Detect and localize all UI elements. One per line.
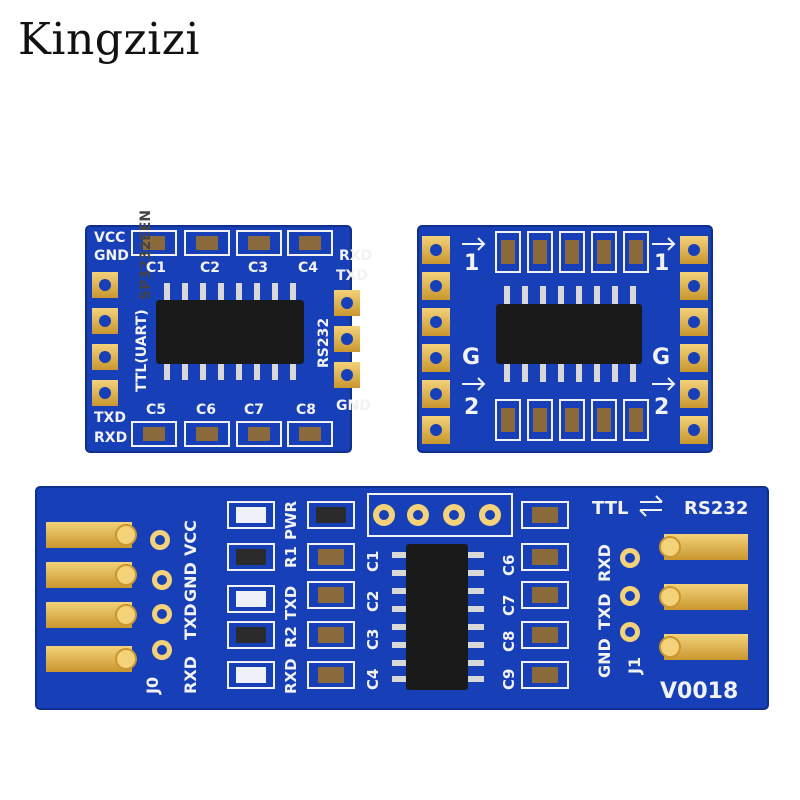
cap-label-c4: C4: [298, 260, 318, 276]
left-pin-header: [92, 272, 118, 406]
label-c2: C2: [364, 591, 382, 612]
chip-middle: [496, 286, 642, 382]
brand-logo: Kingzizi: [18, 14, 200, 65]
board-middle: 1 1 G G 2 2: [417, 225, 713, 453]
direction-arrows-icon: [639, 495, 663, 517]
left-gold-pads: [46, 522, 137, 672]
label-r1: R1: [282, 546, 300, 568]
board-bottom: VCC GND TXD RXD J0 PWR R1 TXD R2 RXD: [35, 486, 769, 710]
label-c3: C3: [364, 629, 382, 650]
middle-right-pins: [680, 236, 708, 444]
label-c8: C8: [500, 631, 518, 652]
title-rs232: RS232: [684, 498, 748, 519]
right-gold-pads: [659, 534, 748, 660]
middle-mark-g-right: G: [652, 345, 670, 370]
cap-row-bottom: [131, 421, 333, 447]
label-c7: C7: [500, 595, 518, 616]
label-gnd: GND: [181, 562, 200, 602]
middle-mark-2-right: 2: [654, 395, 669, 420]
right-pin-header: [334, 290, 360, 388]
label-c4: C4: [364, 669, 382, 690]
middle-mark-2-left: 2: [464, 395, 479, 420]
right-holes: [620, 548, 640, 642]
cap-label-c5: C5: [146, 402, 166, 418]
label-rs232: RS232: [316, 318, 332, 368]
caps-right-of-chip: [521, 501, 569, 689]
middle-arrow-marks: [462, 237, 676, 391]
label-rxd-led: RXD: [282, 658, 300, 694]
chip-marking: SP3232EEN: [138, 210, 154, 300]
label-vcc: VCC: [181, 520, 200, 556]
model-label: V0018: [660, 679, 738, 704]
cap-label-c1: C1: [146, 260, 166, 276]
cap-row-top: [131, 230, 333, 256]
middle-cap-bodies: [501, 240, 643, 432]
cap-label-c8: C8: [296, 402, 316, 418]
label-c6: C6: [500, 555, 518, 576]
label-txd: TXD: [181, 603, 200, 640]
pin-label-rxd-right: RXD: [339, 248, 372, 264]
board-left: SP3232EEN VCC GND TXD RXD RXD TXD GND C1…: [85, 210, 372, 453]
top-header-pins: [367, 493, 513, 537]
label-rxd: RXD: [181, 656, 200, 694]
label-c1: C1: [364, 551, 382, 572]
cap-label-c3: C3: [248, 260, 268, 276]
cap-label-c7: C7: [244, 402, 264, 418]
pin-label-txd: TXD: [94, 410, 126, 426]
pin-label-gnd: GND: [94, 248, 129, 264]
pin-label-gnd-right: GND: [336, 398, 371, 414]
left-holes: [150, 530, 172, 660]
chip-bottom: [392, 544, 484, 690]
title-ttl: TTL: [592, 498, 628, 519]
label-r2: R2: [282, 626, 300, 648]
led-column: [227, 501, 275, 689]
pin-label-rxd: RXD: [94, 430, 127, 446]
label-txd-right: TXD: [595, 593, 614, 630]
label-ttl-uart: TTL(UART): [134, 309, 150, 392]
middle-mark-1-left: 1: [464, 251, 479, 276]
label-j1: J1: [625, 657, 644, 675]
middle-mark-1-right: 1: [654, 251, 669, 276]
label-rxd-right: RXD: [595, 544, 614, 582]
pin-label-txd-right: TXD: [336, 268, 368, 284]
label-gnd-right: GND: [595, 638, 614, 678]
label-pwr: PWR: [282, 500, 300, 540]
middle-left-pins: [422, 236, 450, 444]
caps-left-of-chip: [307, 501, 355, 689]
label-txd-led: TXD: [282, 586, 300, 620]
cap-label-c2: C2: [200, 260, 220, 276]
cap-label-c6: C6: [196, 402, 216, 418]
label-c9: C9: [500, 669, 518, 690]
middle-caps: [495, 231, 649, 441]
pin-label-vcc: VCC: [94, 230, 125, 246]
label-j0: J0: [143, 677, 162, 695]
middle-mark-g-left: G: [462, 345, 480, 370]
chip-left: [156, 283, 304, 380]
